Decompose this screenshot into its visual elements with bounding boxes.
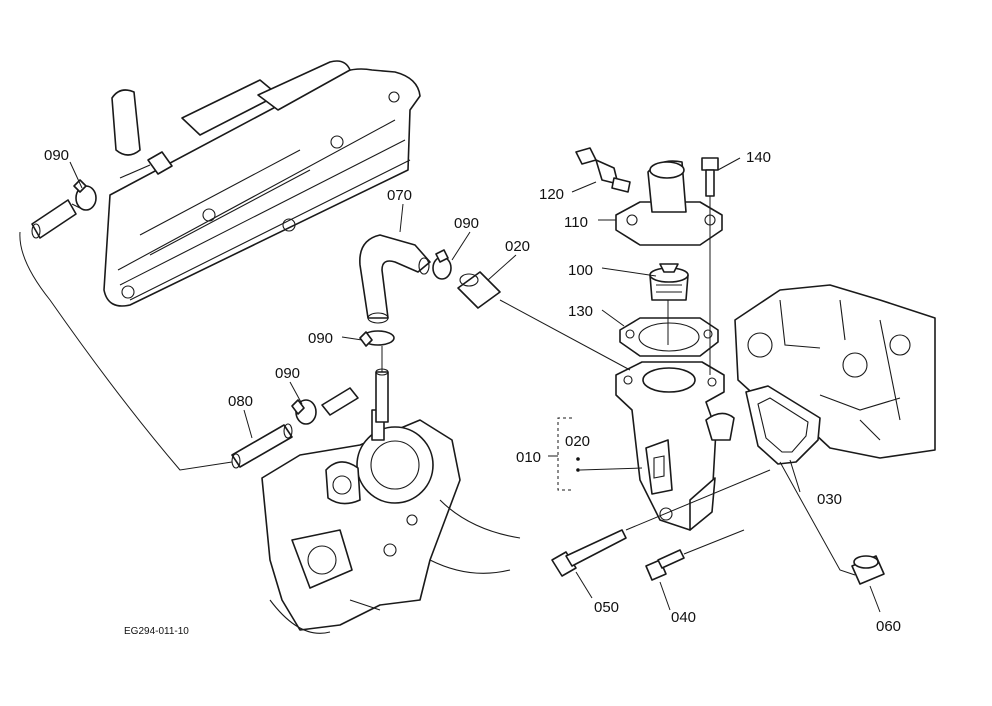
label-040: 040 (671, 609, 696, 626)
label-030: 030 (817, 491, 842, 508)
label-130: 130 (568, 303, 593, 320)
gasket-130 (619, 317, 719, 357)
label-090-hose-clamp: 090 (454, 215, 479, 232)
thermostat-100 (649, 263, 689, 301)
hose-clamps-090 (73, 179, 452, 425)
label-090-pipe-clamp: 090 (308, 330, 333, 347)
label-060: 060 (876, 618, 901, 635)
drain-plug-060 (851, 555, 885, 585)
gasket-030 (745, 385, 821, 465)
upper-left-hose (31, 199, 77, 239)
thermostat-housing-010 (615, 361, 735, 531)
thermostat-cover-110 (615, 160, 723, 246)
label-100: 100 (568, 262, 593, 279)
label-120: 120 (539, 186, 564, 203)
callout-leaders (69, 157, 881, 613)
label-080: 080 (228, 393, 253, 410)
pump-inlet-pipe (321, 368, 389, 423)
hose-020 (457, 271, 501, 309)
assembly-lines (19, 196, 856, 576)
label-050: 050 (594, 599, 619, 616)
drawing-code: EG294-011-10 (124, 626, 189, 637)
bolt-050 (551, 529, 627, 577)
thermo-sensor-120 (575, 147, 631, 193)
label-010: 010 (516, 449, 541, 466)
part-labels: 090 070 090 020 090 090 080 120 140 110 … (44, 147, 901, 637)
intake-manifold (103, 60, 421, 307)
label-140: 140 (746, 149, 771, 166)
bypass-hose-080 (231, 423, 293, 469)
label-090-bypass-clamp: 090 (275, 365, 300, 382)
label-020-hose: 020 (505, 238, 530, 255)
bolt-140 (701, 157, 719, 197)
label-070: 070 (387, 187, 412, 204)
label-020-housing: 020 (565, 433, 590, 450)
water-pump-housing (261, 409, 521, 634)
label-090-manifold-clamp: 090 (44, 147, 69, 164)
upper-hose-070 (359, 234, 431, 324)
bolt-040 (645, 549, 685, 581)
label-110: 110 (564, 214, 588, 231)
